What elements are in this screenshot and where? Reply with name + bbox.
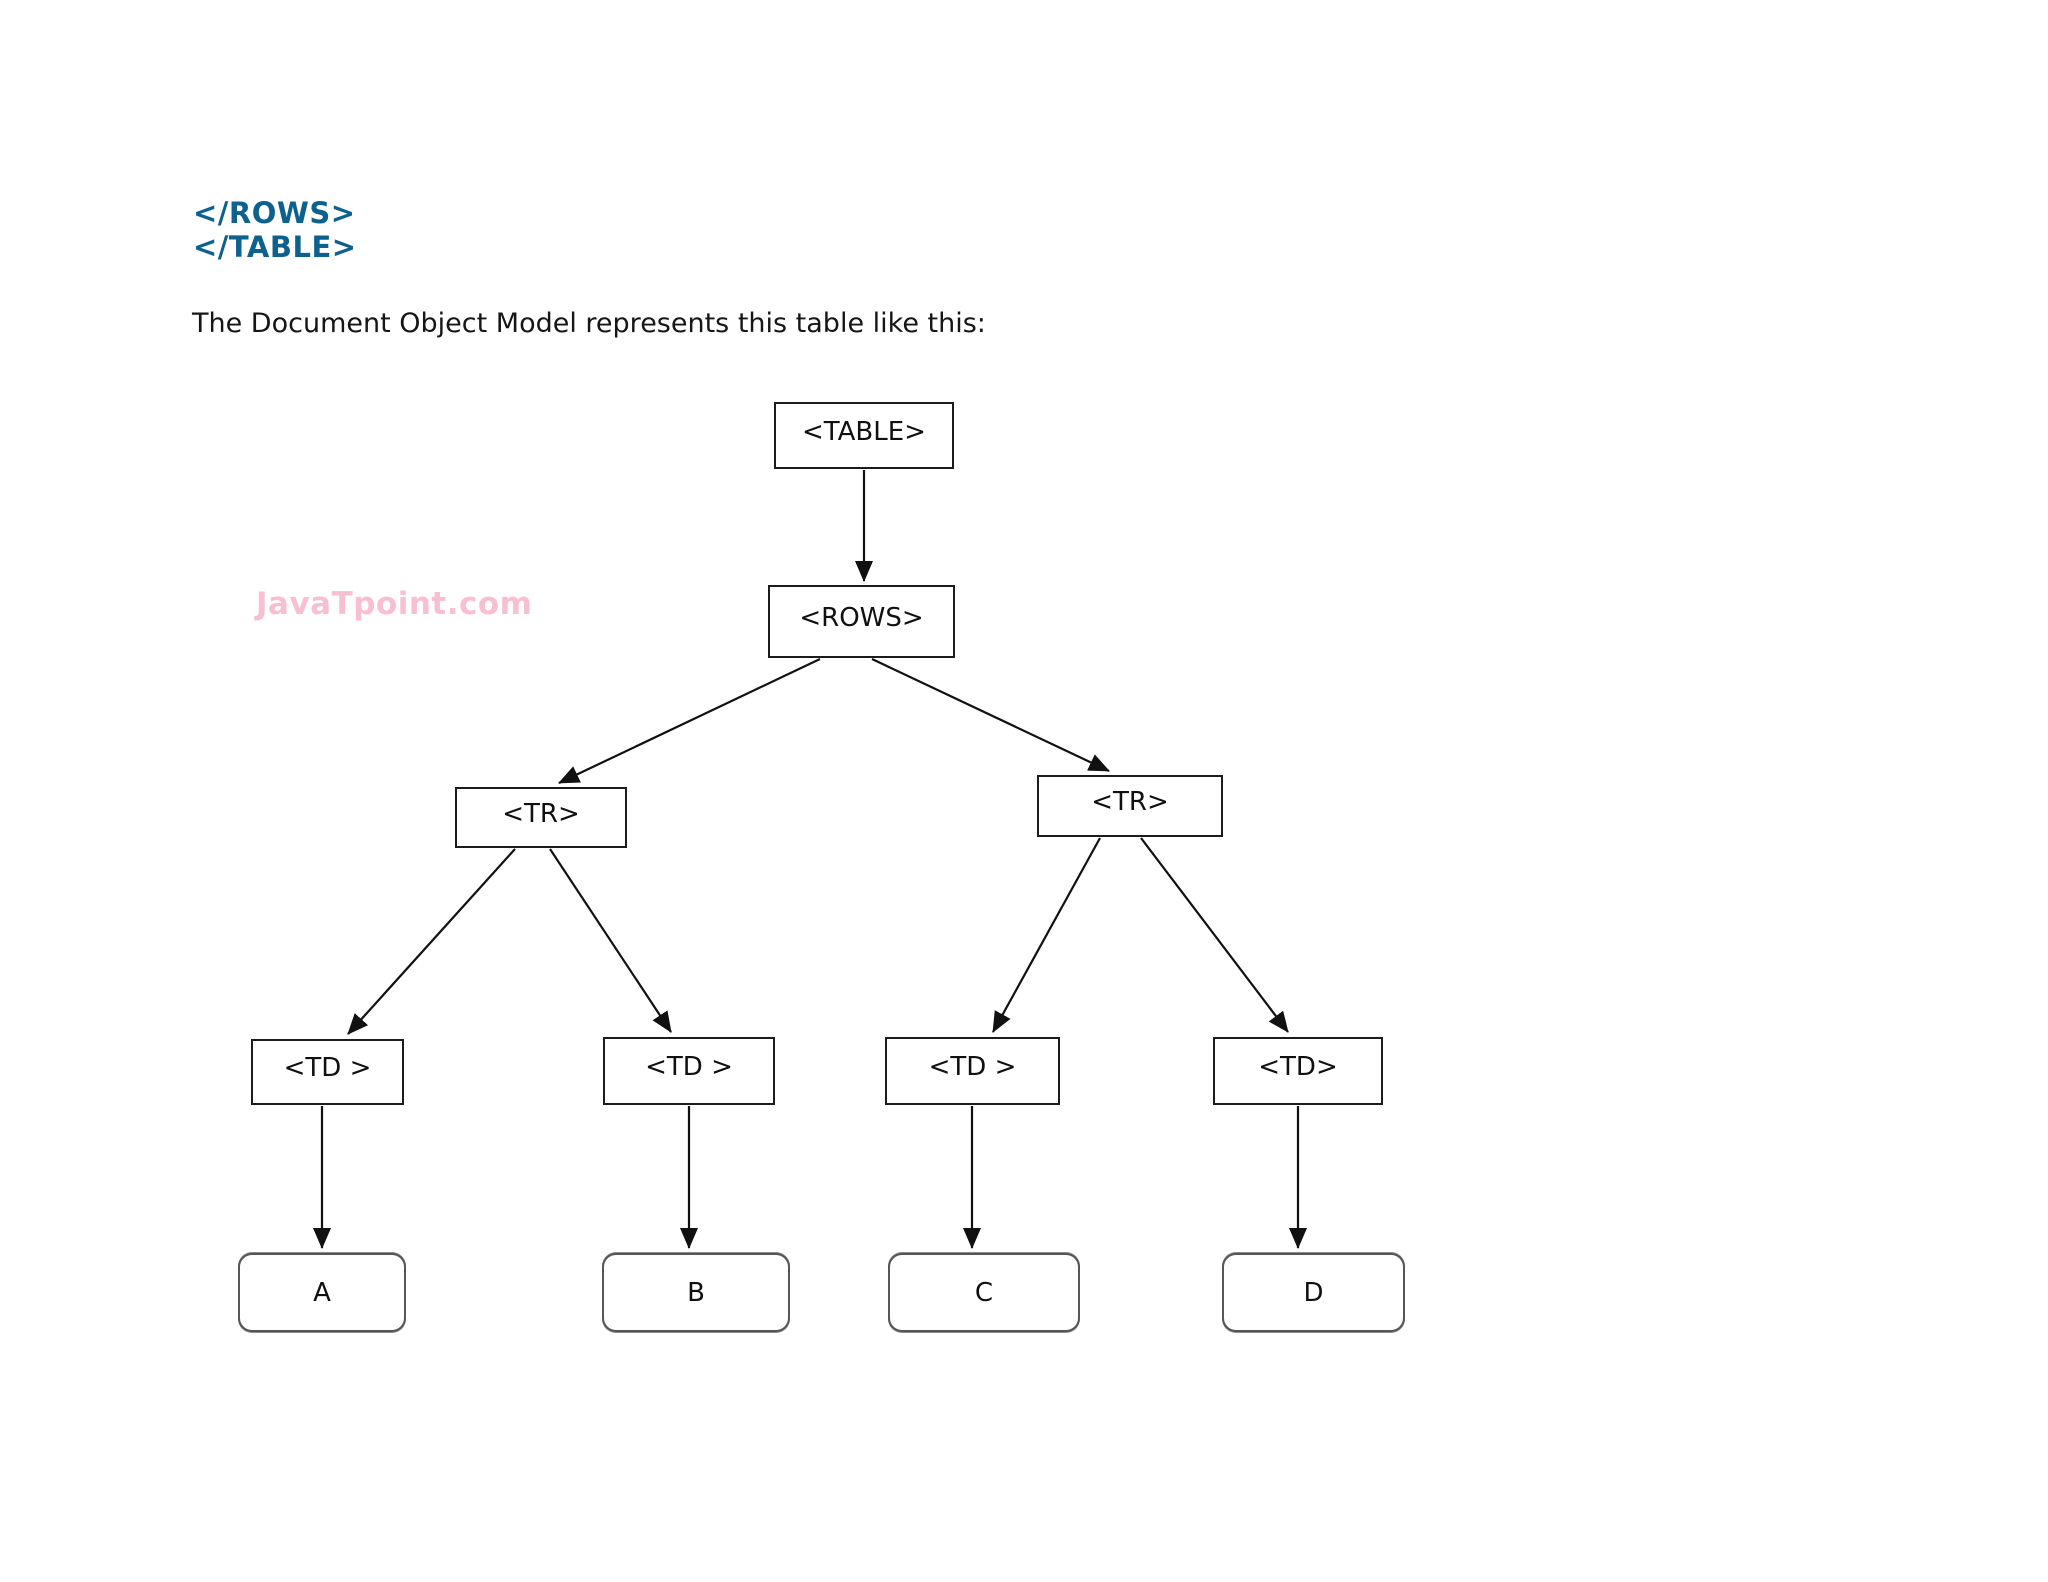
node-td-1: <TD > — [251, 1039, 404, 1105]
node-tr-right-label: <TR> — [1091, 787, 1169, 817]
node-td-1-label: <TD > — [283, 1053, 372, 1083]
edge-trright-td3 — [992, 837, 1101, 1033]
node-tr-left: <TR> — [455, 787, 627, 848]
code-line-rows-close: </ROWS> — [193, 196, 356, 230]
node-leaf-b: B — [602, 1253, 790, 1332]
node-leaf-c-label: C — [974, 1277, 994, 1308]
node-table-label: <TABLE> — [802, 416, 926, 447]
node-leaf-d: D — [1222, 1253, 1405, 1332]
node-td-3: <TD > — [885, 1037, 1060, 1105]
node-leaf-d-label: D — [1303, 1277, 1324, 1308]
node-leaf-c: C — [888, 1253, 1080, 1332]
node-rows-label: <ROWS> — [799, 602, 924, 633]
intro-text: The Document Object Model represents thi… — [192, 308, 986, 339]
edge-rows-trleft — [558, 658, 821, 784]
edge-trleft-td2 — [549, 848, 672, 1033]
code-block: </ROWS> </TABLE> — [193, 196, 357, 264]
node-leaf-b-label: B — [687, 1277, 705, 1308]
node-tr-right: <TR> — [1037, 775, 1223, 837]
edge-trleft-td1 — [347, 848, 516, 1035]
code-line-table-close: </TABLE> — [193, 230, 357, 264]
edge-trright-td4 — [1140, 837, 1289, 1033]
node-table: <TABLE> — [774, 402, 954, 469]
node-td-4: <TD> — [1213, 1037, 1383, 1105]
node-leaf-a: A — [238, 1253, 406, 1332]
node-rows: <ROWS> — [768, 585, 955, 658]
node-td-3-label: <TD > — [928, 1052, 1017, 1082]
node-td-2: <TD > — [603, 1037, 775, 1105]
node-leaf-a-label: A — [313, 1277, 331, 1308]
node-td-4-label: <TD> — [1258, 1052, 1338, 1082]
edge-rows-trright — [871, 658, 1110, 772]
node-tr-left-label: <TR> — [502, 798, 580, 829]
watermark-text: JavaTpoint.com — [256, 586, 533, 622]
node-td-2-label: <TD > — [645, 1052, 733, 1082]
